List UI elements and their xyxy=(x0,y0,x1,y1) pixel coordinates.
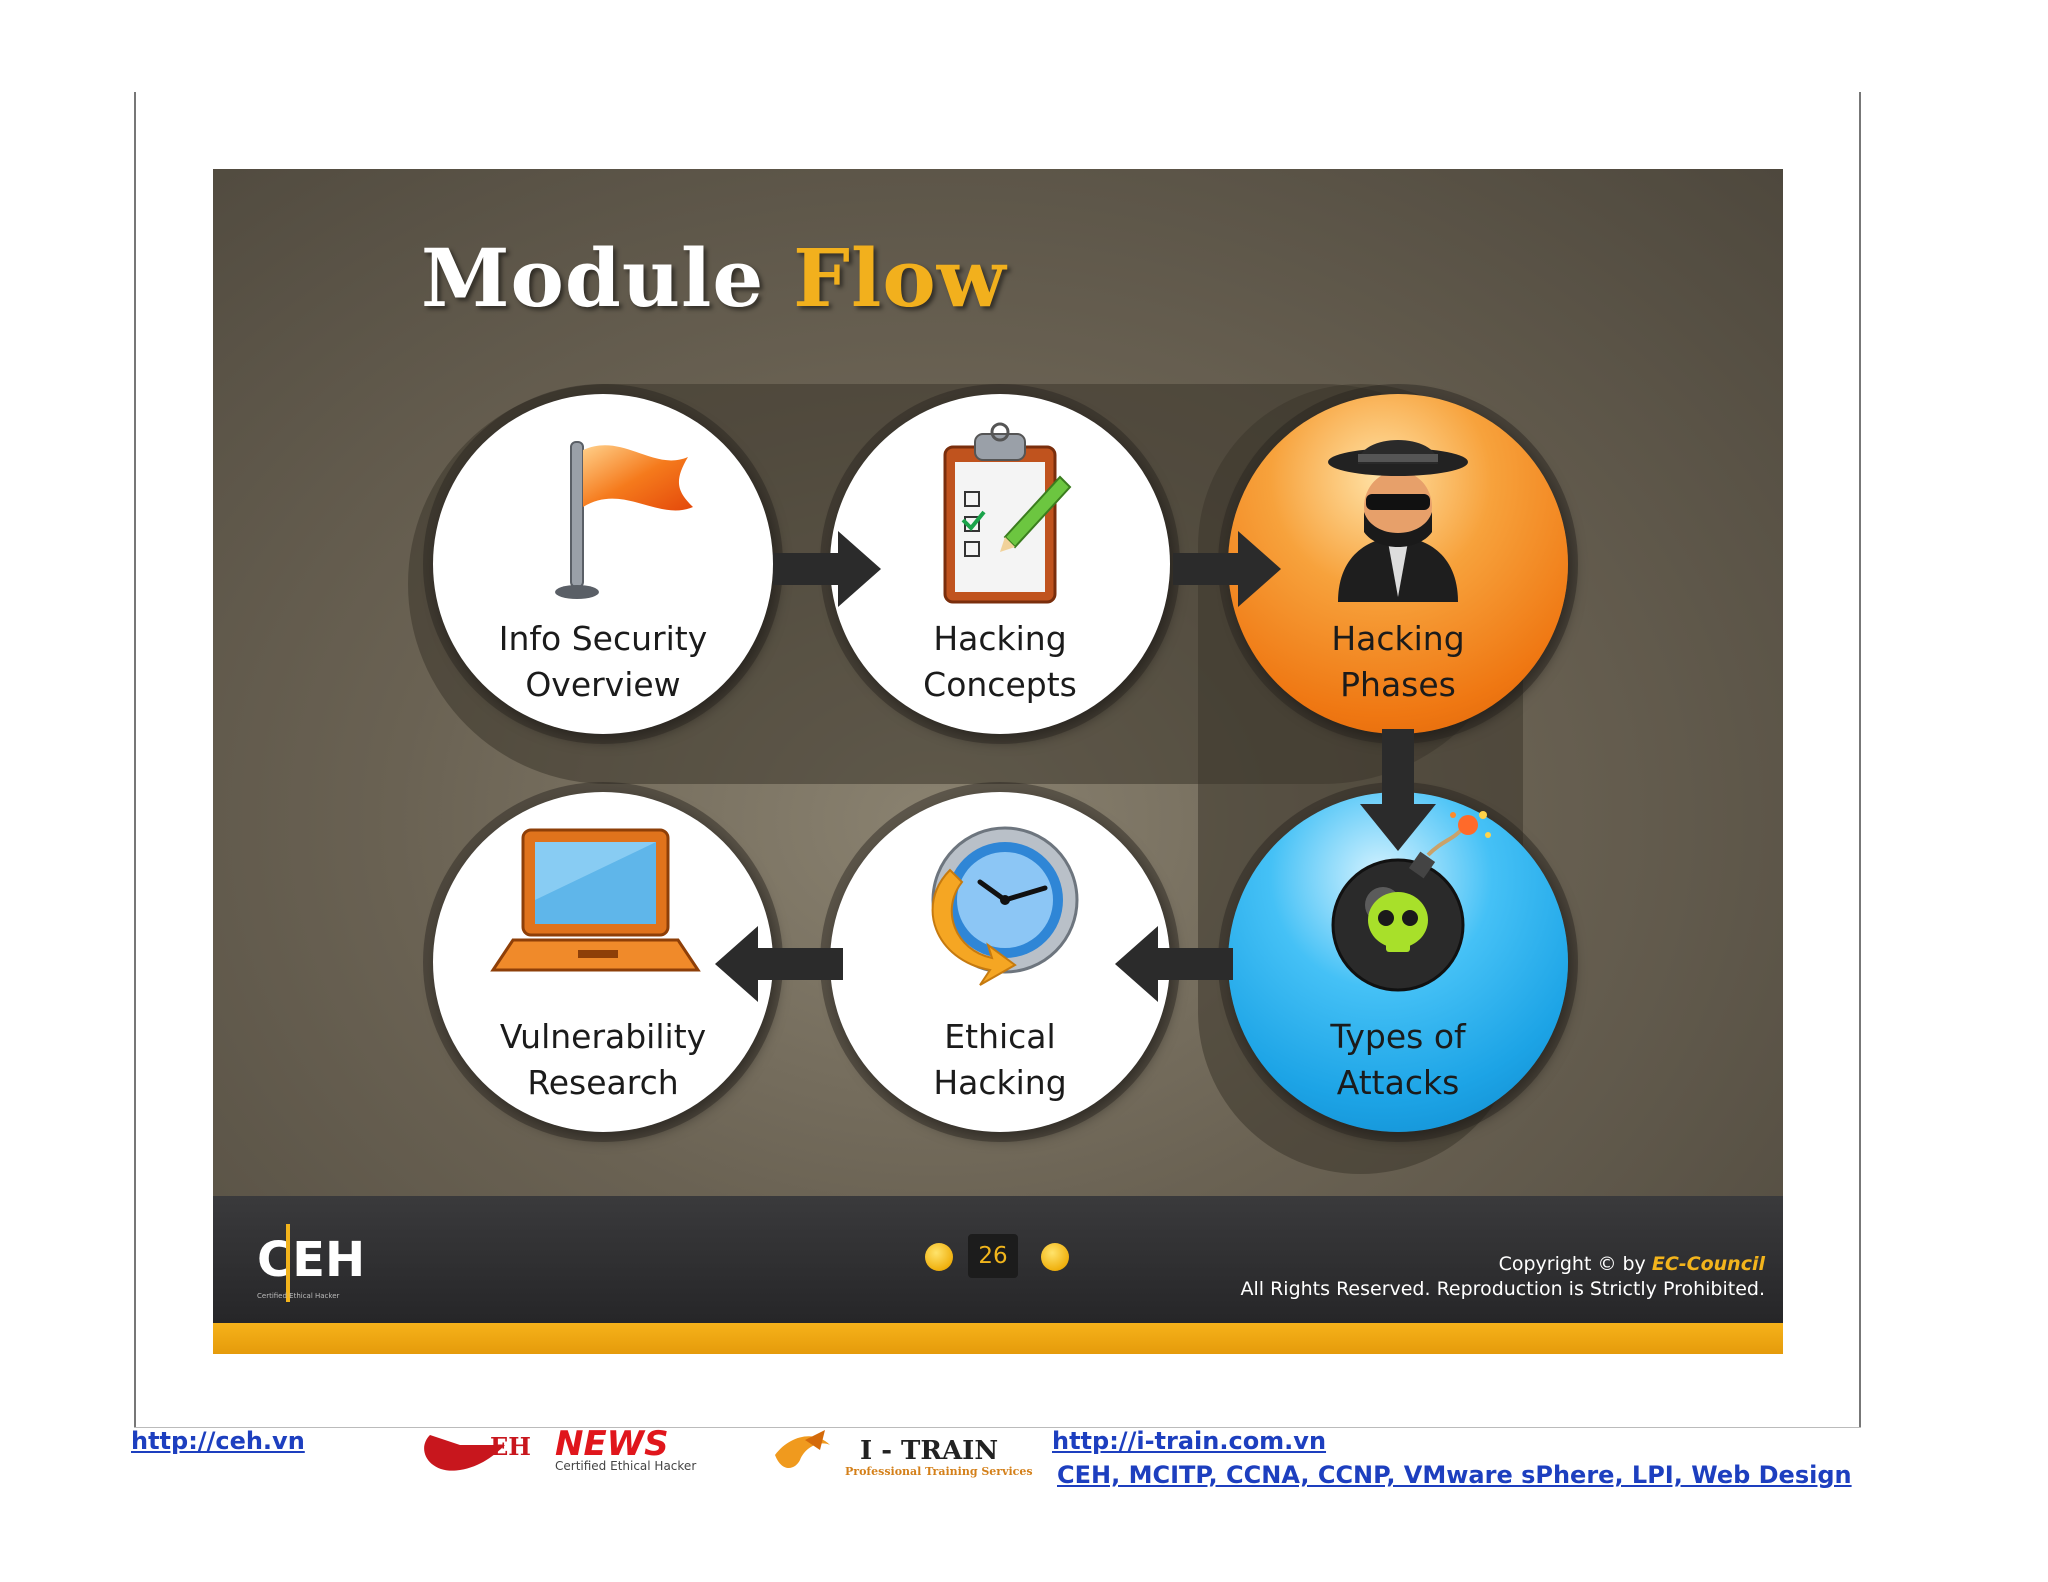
ec-council-brand: EC-Council xyxy=(1651,1253,1765,1275)
title-word-flow: Flow xyxy=(793,231,1007,325)
ehnews-tagline: Certified Ethical Hacker xyxy=(555,1459,696,1473)
page-right-border xyxy=(1859,92,1861,1428)
copyright-line: Copyright © by EC-Council xyxy=(1499,1253,1765,1275)
i-train-link[interactable]: http://i-train.com.vn xyxy=(1052,1427,1327,1455)
i-train-tagline: Professional Training Services xyxy=(845,1465,1033,1478)
page-left-border xyxy=(134,92,136,1428)
node-label: Info Security Overview xyxy=(498,619,708,704)
node-label: Ethical Hacking xyxy=(933,1017,1067,1102)
courses-link[interactable]: CEH, MCITP, CCNA, CCNP, VMware sPhere, L… xyxy=(1057,1461,1852,1489)
spy-hacker-icon xyxy=(1328,440,1468,602)
i-train-logo: I - TRAIN Professional Training Services xyxy=(775,1430,1033,1478)
eh-news-logo: EH NEWS Certified Ethical Hacker xyxy=(424,1425,696,1473)
arrow-1-to-2 xyxy=(773,531,881,607)
node-vulnerability-research[interactable]: Vulnerability Research xyxy=(433,792,773,1132)
arrow-2-to-3 xyxy=(1173,531,1281,607)
arrow-4-to-5 xyxy=(1115,926,1233,1002)
rights-line: All Rights Reserved. Reproduction is Str… xyxy=(1240,1278,1766,1300)
node-hacking-phases[interactable]: Hacking Phases xyxy=(1228,394,1568,734)
arrow-3-to-4 xyxy=(1360,729,1436,851)
clipboard-checklist-icon xyxy=(943,422,1072,604)
prev-slide-button[interactable] xyxy=(925,1243,953,1271)
slide-title: Module Flow xyxy=(421,231,1007,325)
eh-badge-text: EH xyxy=(490,1432,531,1461)
node-ethical-hacking[interactable]: Ethical Hacking xyxy=(830,792,1170,1132)
flag-icon xyxy=(555,441,693,599)
laptop-icon xyxy=(490,828,701,972)
title-word-module: Module xyxy=(421,231,765,325)
page-number: 26 xyxy=(968,1234,1018,1278)
ceh-logo-subtext: Certified Ethical Hacker xyxy=(257,1292,340,1300)
ceh-vn-link[interactable]: http://ceh.vn xyxy=(131,1427,305,1455)
page-bottom-border xyxy=(134,1427,1861,1428)
node-label: Vulnerability Research xyxy=(499,1017,707,1102)
module-flow-slide: Module Flow Info Security Overview Hacki xyxy=(213,169,1783,1354)
clock-icon xyxy=(931,826,1079,986)
i-train-text: I - TRAIN xyxy=(860,1436,998,1466)
node-label: Types of Attacks xyxy=(1330,1017,1466,1102)
node-label: Hacking Phases xyxy=(1331,619,1465,704)
ceh-logo: CEH Certified Ethical Hacker xyxy=(257,1224,365,1302)
node-label: Hacking Concepts xyxy=(923,619,1077,704)
slide-footer-gold-band xyxy=(213,1323,1783,1354)
copyright-prefix: Copyright © by xyxy=(1498,1253,1646,1275)
slide-footer-bar: CEH Certified Ethical Hacker 26 Copyrigh… xyxy=(213,1196,1783,1323)
ceh-logo-text: CEH xyxy=(257,1232,365,1288)
node-hacking-concepts[interactable]: Hacking Concepts xyxy=(830,394,1170,734)
news-text: NEWS xyxy=(555,1425,669,1464)
arrow-5-to-6 xyxy=(715,926,843,1002)
node-info-security-overview[interactable]: Info Security Overview xyxy=(433,394,773,734)
skull-bomb-icon xyxy=(1331,811,1491,992)
next-slide-button[interactable] xyxy=(1041,1243,1069,1271)
